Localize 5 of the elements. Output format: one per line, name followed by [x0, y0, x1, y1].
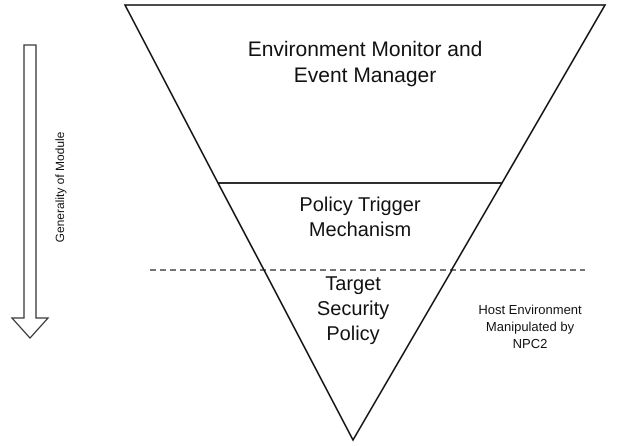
- side-note: Host Environment Manipulated by NPC2: [477, 302, 583, 353]
- band-label: Target Security Policy: [316, 272, 390, 347]
- axis-label: Generality of Module: [53, 130, 67, 244]
- band-label: Environment Monitor and Event Manager: [246, 37, 484, 90]
- band-label: Policy Trigger Mechanism: [298, 193, 422, 243]
